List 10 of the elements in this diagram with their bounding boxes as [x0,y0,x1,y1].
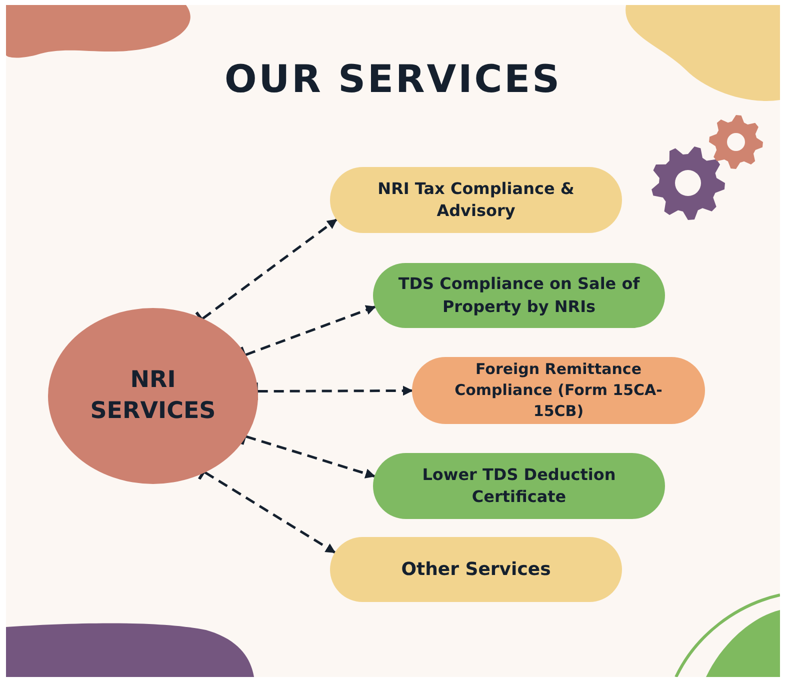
node-label: Foreign Remittance Compliance (Form 15CA-15CB) [454,359,664,422]
service-pill [330,537,622,602]
title: OUR SERVICES [224,57,562,101]
node-label: Lower TDS Deduction Certificate [421,464,617,508]
node-label: NRI SERVICES [89,366,217,426]
node-label: TDS Compliance on Sale of Property by NRIs [397,273,641,318]
node-label: NRI Tax Compliance & Advisory [376,178,576,222]
service-pill [330,167,622,233]
node-label: Other Services [401,558,551,582]
service-pill [373,263,665,328]
